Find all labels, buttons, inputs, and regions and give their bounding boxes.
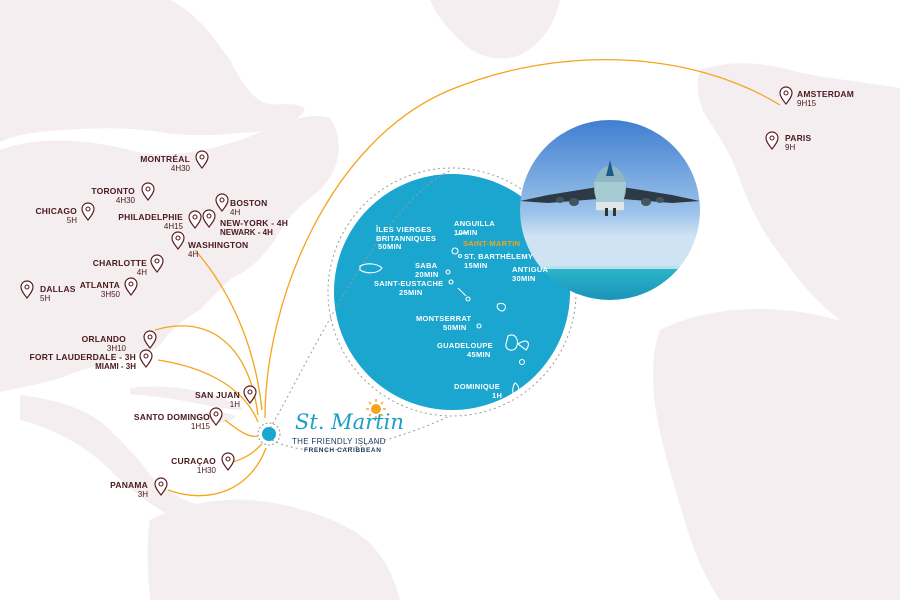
pin-icon-washington (171, 231, 185, 250)
airplane-icon (520, 160, 700, 216)
north-america-upper (0, 0, 305, 142)
destination-marker (257, 422, 281, 446)
nevis-island (465, 296, 471, 302)
pin-icon-santo-domingo (209, 407, 223, 426)
route-santo-domingo (224, 419, 259, 438)
route-panama (167, 447, 267, 497)
pin-icon-boston (215, 193, 229, 212)
guadeloupe-island (505, 334, 529, 351)
city-pins (20, 86, 793, 496)
zoom-connector-top (269, 169, 453, 429)
photo-horizon (520, 266, 700, 269)
sun-icon (366, 399, 386, 419)
montserrat-island (476, 323, 482, 329)
pin-icon-new-york (202, 209, 216, 228)
island-shapes (359, 231, 529, 399)
pin-icon-fort-lauderdale (139, 349, 153, 368)
pin-icon-paris (765, 131, 779, 150)
route-europe (264, 59, 781, 419)
bvi-island (359, 263, 383, 274)
pin-icon-montreal (195, 150, 209, 169)
south-america-land (147, 499, 400, 600)
pin-icon-philadelphie (188, 210, 202, 229)
brand-tagline: THE FRIENDLY ISLAND (292, 437, 386, 446)
pin-icon-dallas (20, 280, 34, 299)
greenland-land (430, 0, 560, 59)
caribbean-circle (334, 174, 570, 410)
africa-land (653, 309, 900, 600)
pin-icon-panama (154, 477, 168, 496)
pin-icon-toronto (141, 182, 155, 201)
marie-galante-island (518, 358, 526, 366)
saint-eustache-island (448, 279, 454, 285)
cuba-land (130, 386, 244, 410)
saba-island (445, 269, 451, 275)
pin-icon-charlotte (150, 254, 164, 273)
uk-land (730, 91, 766, 135)
pin-icon-atlanta (124, 277, 138, 296)
brand-subtagline: FRENCH CARIBBEAN (304, 447, 382, 454)
island-label-saint-martin: SAINT-MARTIN (463, 239, 521, 248)
dominica-island (512, 382, 520, 399)
europe-land (697, 63, 900, 360)
brand-logo-title: St. Martin (295, 410, 404, 434)
pin-icon-chicago (81, 202, 95, 221)
pin-icon-san-juan (243, 385, 257, 404)
st-barth-island (457, 253, 463, 259)
antigua-island (496, 303, 507, 312)
anguilla-island (454, 231, 469, 236)
flight-routes (154, 59, 781, 497)
route-washington (194, 249, 263, 411)
st-kitts-island (457, 287, 467, 297)
route-curacao (231, 443, 263, 463)
route-miami (157, 359, 259, 423)
north-america-land (0, 116, 339, 392)
pin-icon-orlando (143, 330, 157, 349)
pin-icon-curacao (221, 452, 235, 471)
zoom-connector-bottom (271, 415, 451, 451)
pin-icon-amsterdam (779, 86, 793, 105)
saint-martin-island (451, 247, 459, 255)
